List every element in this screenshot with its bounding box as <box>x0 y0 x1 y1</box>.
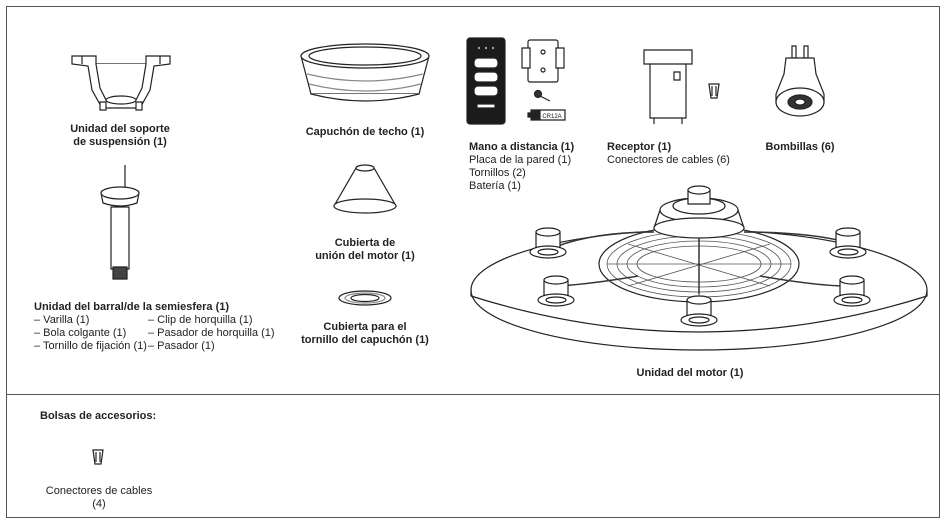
downrod-hairpin-clip-label: – Clip de horquilla (1) <box>148 314 253 326</box>
wall-plate-illustration <box>520 38 566 84</box>
accessories-title: Bolsas de accesorios: <box>40 410 157 422</box>
receiver-illustration <box>638 44 698 126</box>
downrod-illustration <box>95 163 145 283</box>
downrod-label: Unidad del barral/de la semiesfera (1) <box>34 301 230 313</box>
screws-label: Tornillos (2) <box>469 167 526 179</box>
remote-control-illustration <box>465 36 507 126</box>
motor-unit-label: Unidad del motor (1) <box>636 367 744 379</box>
ceiling-canopy-label: Capuchón de techo (1) <box>305 126 425 138</box>
downrod-pin-label: – Pasador (1) <box>148 340 215 352</box>
downrod-rod-label: – Varilla (1) <box>34 314 90 326</box>
accessory-connectors-label-1: Conectores de cables <box>45 485 153 497</box>
screws-illustration <box>533 89 553 103</box>
parts-diagram-frame <box>6 6 940 518</box>
battery-text: CR12A <box>542 114 561 120</box>
receiver-connectors-label: Conectores de cables (6) <box>607 154 730 166</box>
wire-connector-icon <box>91 448 105 468</box>
bulbs-label: Bombillas (6) <box>765 141 835 153</box>
battery-illustration: CR12A <box>528 108 568 122</box>
accessories-divider <box>6 394 940 395</box>
suspension-bracket-illustration <box>66 50 176 112</box>
battery-label: Batería (1) <box>469 180 521 192</box>
motor-coupling-cover-illustration <box>330 160 400 216</box>
light-bulb-illustration <box>770 44 830 120</box>
motor-coupling-cover-label-2: unión del motor (1) <box>315 250 415 262</box>
motor-coupling-cover-label-1: Cubierta de <box>334 237 396 249</box>
motor-unit-illustration <box>468 182 930 352</box>
canopy-screw-cover-label-1: Cubierta para el <box>323 321 407 333</box>
downrod-set-screw-label: – Tornillo de fijación (1) <box>34 340 147 352</box>
ceiling-canopy-illustration <box>295 40 435 110</box>
canopy-screw-cover-illustration <box>337 289 393 307</box>
receiver-wire-connector-icon <box>707 82 721 102</box>
canopy-screw-cover-label-2: tornillo del capuchón (1) <box>301 334 429 346</box>
downrod-ball-label: – Bola colgante (1) <box>34 327 127 339</box>
downrod-clevis-pin-label: – Pasador de horquilla (1) <box>148 327 275 339</box>
accessory-connectors-label-2: (4) <box>92 498 106 510</box>
suspension-bracket-label-1: Unidad del soporte <box>70 123 170 135</box>
suspension-bracket-label-2: de suspensión (1) <box>73 136 167 148</box>
wall-plate-label: Placa de la pared (1) <box>469 154 572 166</box>
remote-label: Mano a distancia (1) <box>469 141 575 153</box>
receiver-label: Receptor (1) <box>607 141 672 153</box>
